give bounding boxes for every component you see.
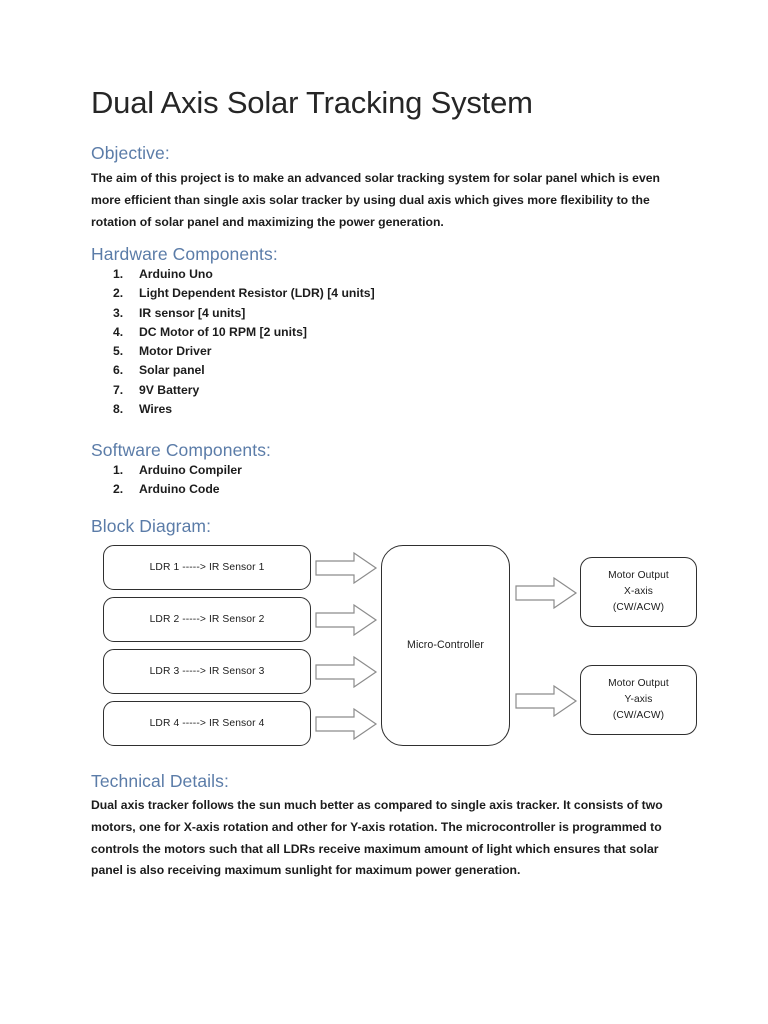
motor-x-line-1: Motor Output xyxy=(608,570,669,581)
software-components-list: 1. Arduino Compiler 2. Arduino Code xyxy=(113,461,242,500)
list-item-label: Arduino Uno xyxy=(139,267,213,281)
list-item: 2. Arduino Code xyxy=(113,480,242,499)
list-item-number: 1. xyxy=(113,267,124,281)
heading-block-diagram: Block Diagram: xyxy=(91,516,212,536)
technical-details-paragraph: Dual axis tracker follows the sun much b… xyxy=(91,798,663,878)
list-item-number: 4. xyxy=(113,324,124,339)
list-item: 5. Motor Driver xyxy=(113,342,375,361)
list-item-label: Arduino Code xyxy=(139,482,220,497)
list-item-number: 5. xyxy=(113,344,124,359)
page-title: Dual Axis Solar Tracking System xyxy=(91,85,533,120)
list-item-number: 6. xyxy=(113,363,124,378)
list-item-label: Arduino Compiler xyxy=(139,463,242,477)
list-item-label: Wires xyxy=(139,402,173,417)
list-item-number: 2. xyxy=(113,286,124,301)
list-item-number: 1. xyxy=(113,463,124,477)
list-item: 4. DC Motor of 10 RPM [2 units] xyxy=(113,323,375,342)
list-item-label: Solar panel xyxy=(139,363,205,378)
diagram-node-ldr-3: LDR 3 -----> IR Sensor 3 xyxy=(103,649,311,694)
list-item: 7. 9V Battery xyxy=(113,381,375,400)
motor-y-line-1: Motor Output xyxy=(608,678,669,689)
list-item-number: 7. xyxy=(113,382,124,397)
heading-hardware-components: Hardware Components: xyxy=(91,244,278,264)
list-item-number: 2. xyxy=(113,482,124,497)
arrow-ldr-3-to-controller xyxy=(315,655,378,689)
diagram-node-ldr-1: LDR 1 -----> IR Sensor 1 xyxy=(103,545,311,590)
arrow-ldr-2-to-controller xyxy=(315,603,378,637)
arrow-ldr-4-to-controller xyxy=(315,707,378,741)
list-item: 8. Wires xyxy=(113,400,375,419)
list-item-number: 8. xyxy=(113,402,124,417)
list-item-label: Light Dependent Resistor (LDR) [4 units] xyxy=(139,286,375,301)
heading-technical-details: Technical Details: xyxy=(91,771,229,791)
list-item: 6. Solar panel xyxy=(113,361,375,380)
diagram-node-micro-controller: Micro-Controller xyxy=(381,545,510,746)
list-item-label: 9V Battery xyxy=(139,382,200,397)
arrow-ldr-1-to-controller xyxy=(315,551,378,585)
objective-paragraph: The aim of this project is to make an ad… xyxy=(91,171,660,229)
list-item-label: Motor Driver xyxy=(139,344,212,359)
list-item: 2. Light Dependent Resistor (LDR) [4 unit… xyxy=(113,284,375,303)
motor-x-line-3: (CW/ACW) xyxy=(612,602,665,613)
diagram-node-ldr-2: LDR 2 -----> IR Sensor 2 xyxy=(103,597,311,642)
diagram-node-motor-output-y: Motor Output Y-axis (CW/ACW) xyxy=(580,665,697,735)
motor-y-line-3: (CW/ACW) xyxy=(612,710,665,721)
arrow-controller-to-motor-x xyxy=(515,576,578,610)
diagram-node-motor-output-x: Motor Output X-axis (CW/ACW) xyxy=(580,557,697,627)
list-item-label: DC Motor of 10 RPM [2 units] xyxy=(139,324,307,339)
hardware-components-list: 1. Arduino Uno 2. Light Dependent Resistor… xyxy=(113,265,375,419)
diagram-node-ldr-4: LDR 4 -----> IR Sensor 4 xyxy=(103,701,311,746)
list-item-number: 3. xyxy=(113,305,124,320)
list-item-label: IR sensor [4 units] xyxy=(139,305,246,320)
motor-x-line-2: X-axis xyxy=(624,586,653,597)
motor-y-line-2: Y-axis xyxy=(624,694,653,705)
list-item: 1. Arduino Uno xyxy=(113,265,375,284)
arrow-controller-to-motor-y xyxy=(515,684,578,718)
heading-software-components: Software Components: xyxy=(91,440,272,460)
list-item: 3. IR sensor [4 units] xyxy=(113,304,375,323)
list-item: 1. Arduino Compiler xyxy=(113,461,242,480)
heading-objective: Objective: xyxy=(91,143,170,163)
